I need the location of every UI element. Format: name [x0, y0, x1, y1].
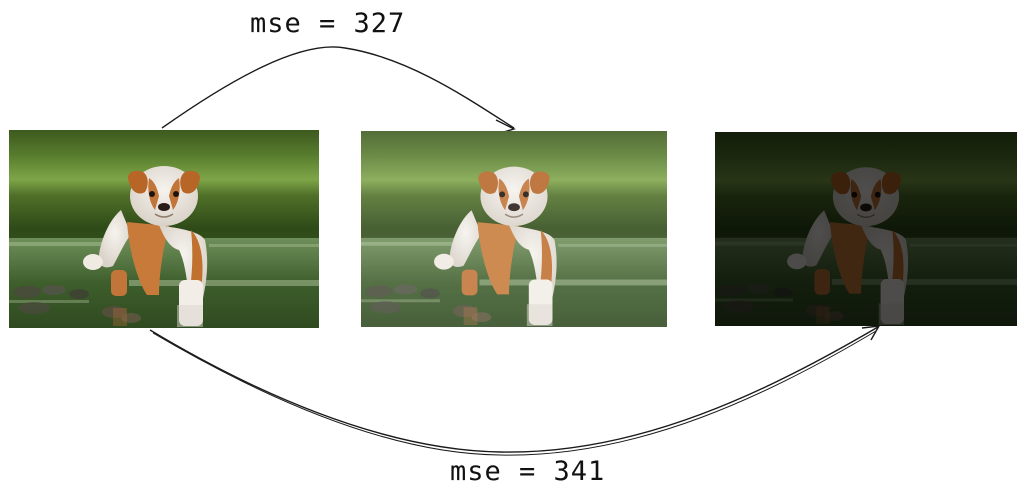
arrow-bottom-curve-2 [152, 330, 877, 456]
arrow-bottom-head [861, 325, 881, 341]
image-original [9, 130, 319, 328]
image-darkened [715, 132, 1017, 326]
arrow-bottom-curve [149, 326, 879, 453]
arrow-top-curve [161, 46, 515, 129]
mse-label-bottom: mse = 341 [450, 456, 606, 487]
image-hazy [361, 131, 667, 327]
mse-label-top: mse = 327 [250, 8, 406, 39]
